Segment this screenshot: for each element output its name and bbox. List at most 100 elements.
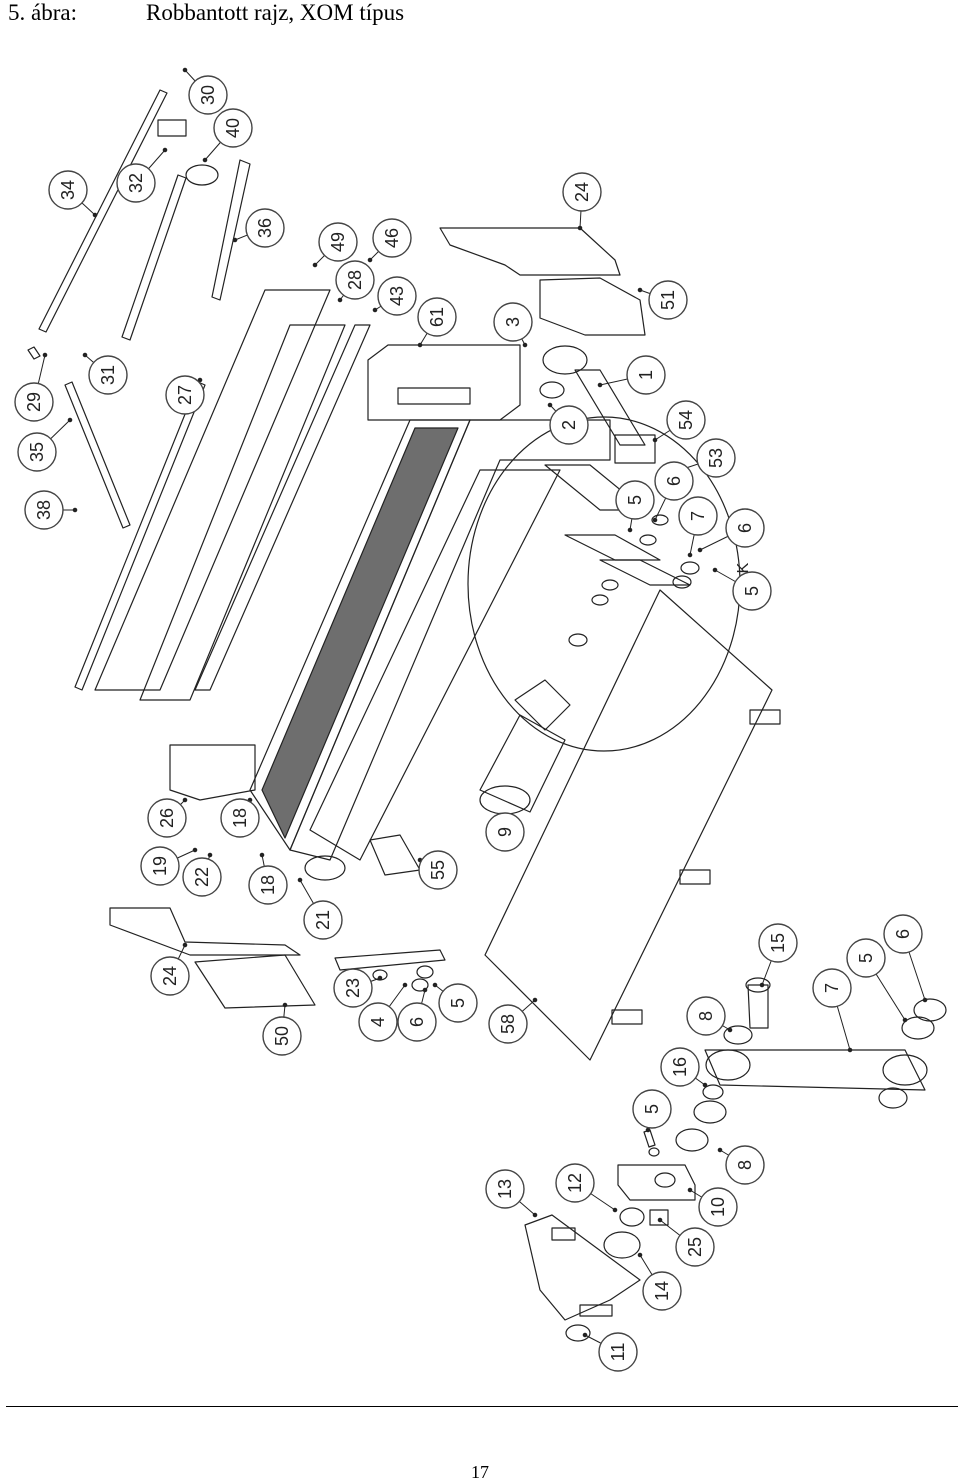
callout-number: 7 — [822, 983, 842, 993]
callout-number: 2 — [559, 420, 579, 430]
callout-7: 7 — [678, 496, 718, 536]
bearing-part — [680, 561, 700, 575]
callout-leader-dot — [182, 67, 188, 73]
callout-number: 19 — [150, 856, 170, 876]
callout-bubble — [485, 812, 525, 852]
callout-leader-dot — [597, 382, 603, 388]
callout-leader-dot — [687, 552, 693, 558]
callout-number: 1 — [636, 370, 656, 380]
upper-frame-part — [194, 324, 371, 691]
callout-number: 5 — [742, 586, 762, 596]
callout-8: 8 — [686, 996, 726, 1036]
plate-foot — [749, 709, 781, 725]
cap-part — [565, 1324, 591, 1342]
callout-bubble — [17, 432, 57, 472]
callout-number: 6 — [735, 523, 755, 533]
callout-1: 1 — [626, 355, 666, 395]
bolt-part — [579, 1304, 613, 1317]
callout-leader-dot — [922, 997, 928, 1003]
side-plate — [194, 954, 316, 1009]
callout-bubble — [150, 956, 190, 996]
filter-mesh — [261, 427, 459, 839]
shaft-part — [38, 89, 168, 333]
callout-21: 21 — [303, 900, 343, 940]
callout-number: 55 — [428, 860, 448, 880]
washer-part — [411, 978, 429, 992]
callout-bubble — [675, 1227, 715, 1267]
callout-bubble — [245, 208, 285, 248]
bearing-part — [603, 1231, 641, 1259]
callout-24: 24 — [562, 172, 602, 212]
callout-number: 40 — [223, 118, 243, 138]
callout-leader-dot — [372, 307, 378, 313]
callout-bubble — [24, 490, 64, 530]
callout-bubble — [377, 276, 417, 316]
callout-number: 6 — [407, 1017, 427, 1027]
callout-4: 4 — [358, 1002, 398, 1042]
callout-leader-dot — [182, 942, 188, 948]
bearing-part — [913, 998, 947, 1022]
callout-leader-dot — [712, 567, 718, 573]
callout-number: 24 — [160, 966, 180, 986]
callout-leader-dot — [612, 1207, 618, 1213]
callout-bubble — [493, 302, 533, 342]
figure-title: Robbantott rajz, XOM típus — [146, 0, 405, 25]
bearing-part — [672, 575, 692, 589]
callout-bubble — [220, 798, 260, 838]
flange-part — [542, 345, 588, 375]
callout-leader-dot — [759, 982, 765, 988]
callout-leader-dot — [645, 1127, 651, 1133]
rail-part — [121, 174, 187, 341]
washer-part — [702, 1084, 724, 1100]
callout-leader-dot — [197, 377, 203, 383]
callout-6: 6 — [654, 461, 694, 501]
callout-leader-dot — [312, 262, 318, 268]
callout-49: 49 — [318, 222, 358, 262]
callout-bubble — [88, 355, 128, 395]
callout-number: 12 — [565, 1173, 585, 1193]
callout-bubble — [626, 355, 666, 395]
callout-leader-dot — [902, 1017, 908, 1023]
callout-31: 31 — [88, 355, 128, 395]
base-plate — [484, 589, 773, 1061]
callout-leader-dot — [192, 847, 198, 853]
callout-38: 38 — [24, 490, 64, 530]
callout-bubble — [418, 850, 458, 890]
callout-leader-dot — [282, 1002, 288, 1008]
callout-leader-dot — [72, 507, 78, 513]
callout-bubble — [549, 405, 589, 445]
callout-number: 13 — [495, 1179, 515, 1199]
spacer-part — [649, 1209, 669, 1226]
callout-bubble — [615, 480, 655, 520]
callout-number: 51 — [658, 290, 678, 310]
side-plate — [109, 907, 301, 956]
callout-bubble — [846, 938, 886, 978]
callout-46: 46 — [372, 218, 412, 258]
callout-22: 22 — [182, 857, 222, 897]
link-arm-detail — [704, 1049, 926, 1091]
callout-number: 25 — [685, 1237, 705, 1257]
bearing-part — [568, 633, 588, 647]
callout-leader-dot — [532, 997, 538, 1003]
callout-leader-dot — [637, 287, 643, 293]
callout-leader-dot — [847, 1047, 853, 1053]
callout-bubble — [678, 496, 718, 536]
cover-plate — [439, 227, 621, 276]
bracket-plate — [539, 277, 646, 336]
callout-10: 10 — [698, 1187, 738, 1227]
callout-28: 28 — [335, 260, 375, 300]
pulley-part — [185, 164, 219, 186]
nut-part — [648, 1147, 660, 1157]
callout-leader-dot — [577, 225, 583, 231]
link-arm — [574, 369, 646, 446]
callout-35: 35 — [17, 432, 57, 472]
control-panel — [397, 387, 471, 405]
callout-number: 50 — [272, 1026, 292, 1046]
callout-leader-dot — [522, 342, 528, 348]
callout-bubble — [262, 1016, 302, 1056]
callout-23: 23 — [333, 968, 373, 1008]
callout-leader-dot — [727, 1027, 733, 1033]
upper-frame-part — [74, 381, 206, 691]
callout-2: 2 — [549, 405, 589, 445]
callout-bubble — [248, 865, 288, 905]
